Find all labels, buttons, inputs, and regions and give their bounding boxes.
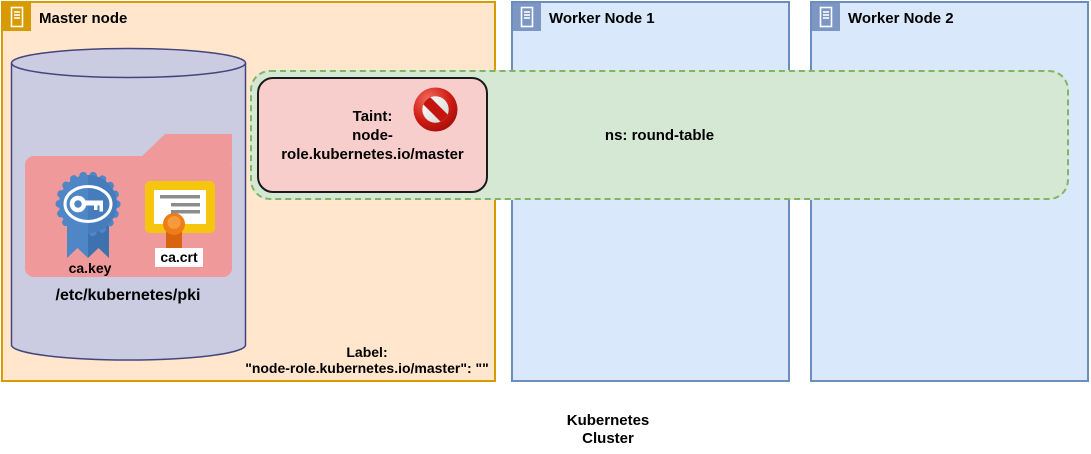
caption-line: Kubernetes <box>566 412 650 429</box>
cluster-caption: Kubernetes Cluster <box>508 412 708 448</box>
taint-box: Taint: node- role.kubernetes.io/master <box>257 77 488 193</box>
server-icon <box>812 3 840 31</box>
ca-key-label: ca.key <box>68 260 112 276</box>
label-line: "node-role.kubernetes.io/master": "" <box>245 360 489 376</box>
worker-node-1-title: Worker Node 1 <box>549 10 655 27</box>
master-node-label-annotation: Label: "node-role.kubernetes.io/master":… <box>243 344 491 376</box>
ca-crt-label: ca.crt <box>155 248 203 267</box>
taint-line: Taint: <box>352 107 393 125</box>
key-badge-icon <box>55 171 121 258</box>
certificate-icon <box>145 181 215 256</box>
taint-line: node- <box>352 126 393 144</box>
caption-line: Cluster <box>582 430 634 447</box>
no-entry-icon <box>413 87 458 132</box>
pki-path-label: /etc/kubernetes/pki <box>55 287 201 304</box>
server-icon <box>3 3 31 31</box>
label-line: Label: <box>346 344 388 360</box>
worker-node-2-title: Worker Node 2 <box>848 10 954 27</box>
master-node-title: Master node <box>39 10 128 27</box>
taint-line: role.kubernetes.io/master <box>281 145 464 163</box>
server-icon <box>513 3 541 31</box>
namespace-label: ns: round-table <box>604 126 715 144</box>
